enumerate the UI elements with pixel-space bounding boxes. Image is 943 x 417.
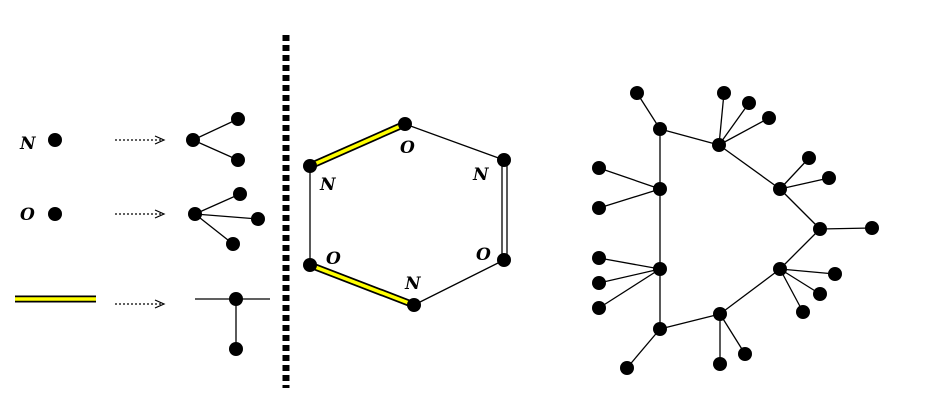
- leaf-node: [592, 251, 606, 265]
- gadget-node: [229, 342, 243, 356]
- hexagon-label: N: [319, 175, 337, 195]
- ring-edges: [659, 128, 821, 330]
- leaf-node: [813, 287, 827, 301]
- graph-node: [712, 138, 726, 152]
- hexagon-label: O: [476, 245, 491, 265]
- legend-n-arrow: [115, 135, 166, 145]
- legend-o-node: [48, 207, 62, 221]
- leaf-node: [762, 111, 776, 125]
- gadget-node: [188, 207, 202, 221]
- hexagon-node: [497, 253, 511, 267]
- hexagon-graph: O N N O O N: [303, 117, 511, 312]
- gadget-node: [226, 237, 240, 251]
- gadget-node: [229, 292, 243, 306]
- hexagon-label: O: [326, 249, 341, 269]
- graph-node: [773, 182, 787, 196]
- gadget-node: [186, 133, 200, 147]
- hexagon-edge: [404, 123, 505, 161]
- double-edge: [501, 160, 508, 260]
- graph-node: [653, 182, 667, 196]
- graph-node: [653, 262, 667, 276]
- leaf-node: [592, 201, 606, 215]
- leaf-node: [822, 171, 836, 185]
- highlight-edge: [308, 120, 407, 170]
- leaf-node: [738, 347, 752, 361]
- expanded-graph: [592, 86, 879, 375]
- leaf-node: [592, 161, 606, 175]
- legend-panel: N O: [15, 112, 270, 356]
- hexagon-node: [407, 298, 421, 312]
- graph-node: [653, 322, 667, 336]
- legend-edge-arrow: [115, 299, 166, 309]
- leaf-node: [620, 361, 634, 375]
- legend-edge-gadget: [195, 292, 270, 356]
- gadget-node: [231, 153, 245, 167]
- hexagon-edge: [413, 259, 505, 306]
- hexagon-label: O: [400, 138, 415, 158]
- leaf-node: [742, 96, 756, 110]
- highlight-edge: [308, 261, 416, 309]
- leaf-edges: [598, 92, 873, 369]
- hexagon-label: N: [404, 274, 422, 294]
- gadget-node: [231, 112, 245, 126]
- legend-n-gadget: [186, 112, 245, 167]
- graph-node: [773, 262, 787, 276]
- hexagon-node: [398, 117, 412, 131]
- leaf-node: [865, 221, 879, 235]
- leaf-node: [592, 276, 606, 290]
- legend-o-arrow: [115, 209, 166, 219]
- leaf-node: [717, 86, 731, 100]
- leaf-node: [828, 267, 842, 281]
- leaf-node: [802, 151, 816, 165]
- legend-n-label: N: [19, 134, 37, 154]
- graph-node: [653, 122, 667, 136]
- legend-o-label: O: [20, 205, 35, 225]
- legend-n-node: [48, 133, 62, 147]
- graph-node: [713, 307, 727, 321]
- leaf-node: [796, 305, 810, 319]
- leaf-node: [713, 357, 727, 371]
- gadget-node: [233, 187, 247, 201]
- leaf-node: [630, 86, 644, 100]
- leaf-node: [592, 301, 606, 315]
- legend-o-gadget: [188, 187, 265, 251]
- gadget-node: [251, 212, 265, 226]
- hexagon-node: [303, 258, 317, 272]
- hexagon-node: [497, 153, 511, 167]
- hexagon-node: [303, 159, 317, 173]
- hexagon-label: N: [472, 165, 490, 185]
- graph-node: [813, 222, 827, 236]
